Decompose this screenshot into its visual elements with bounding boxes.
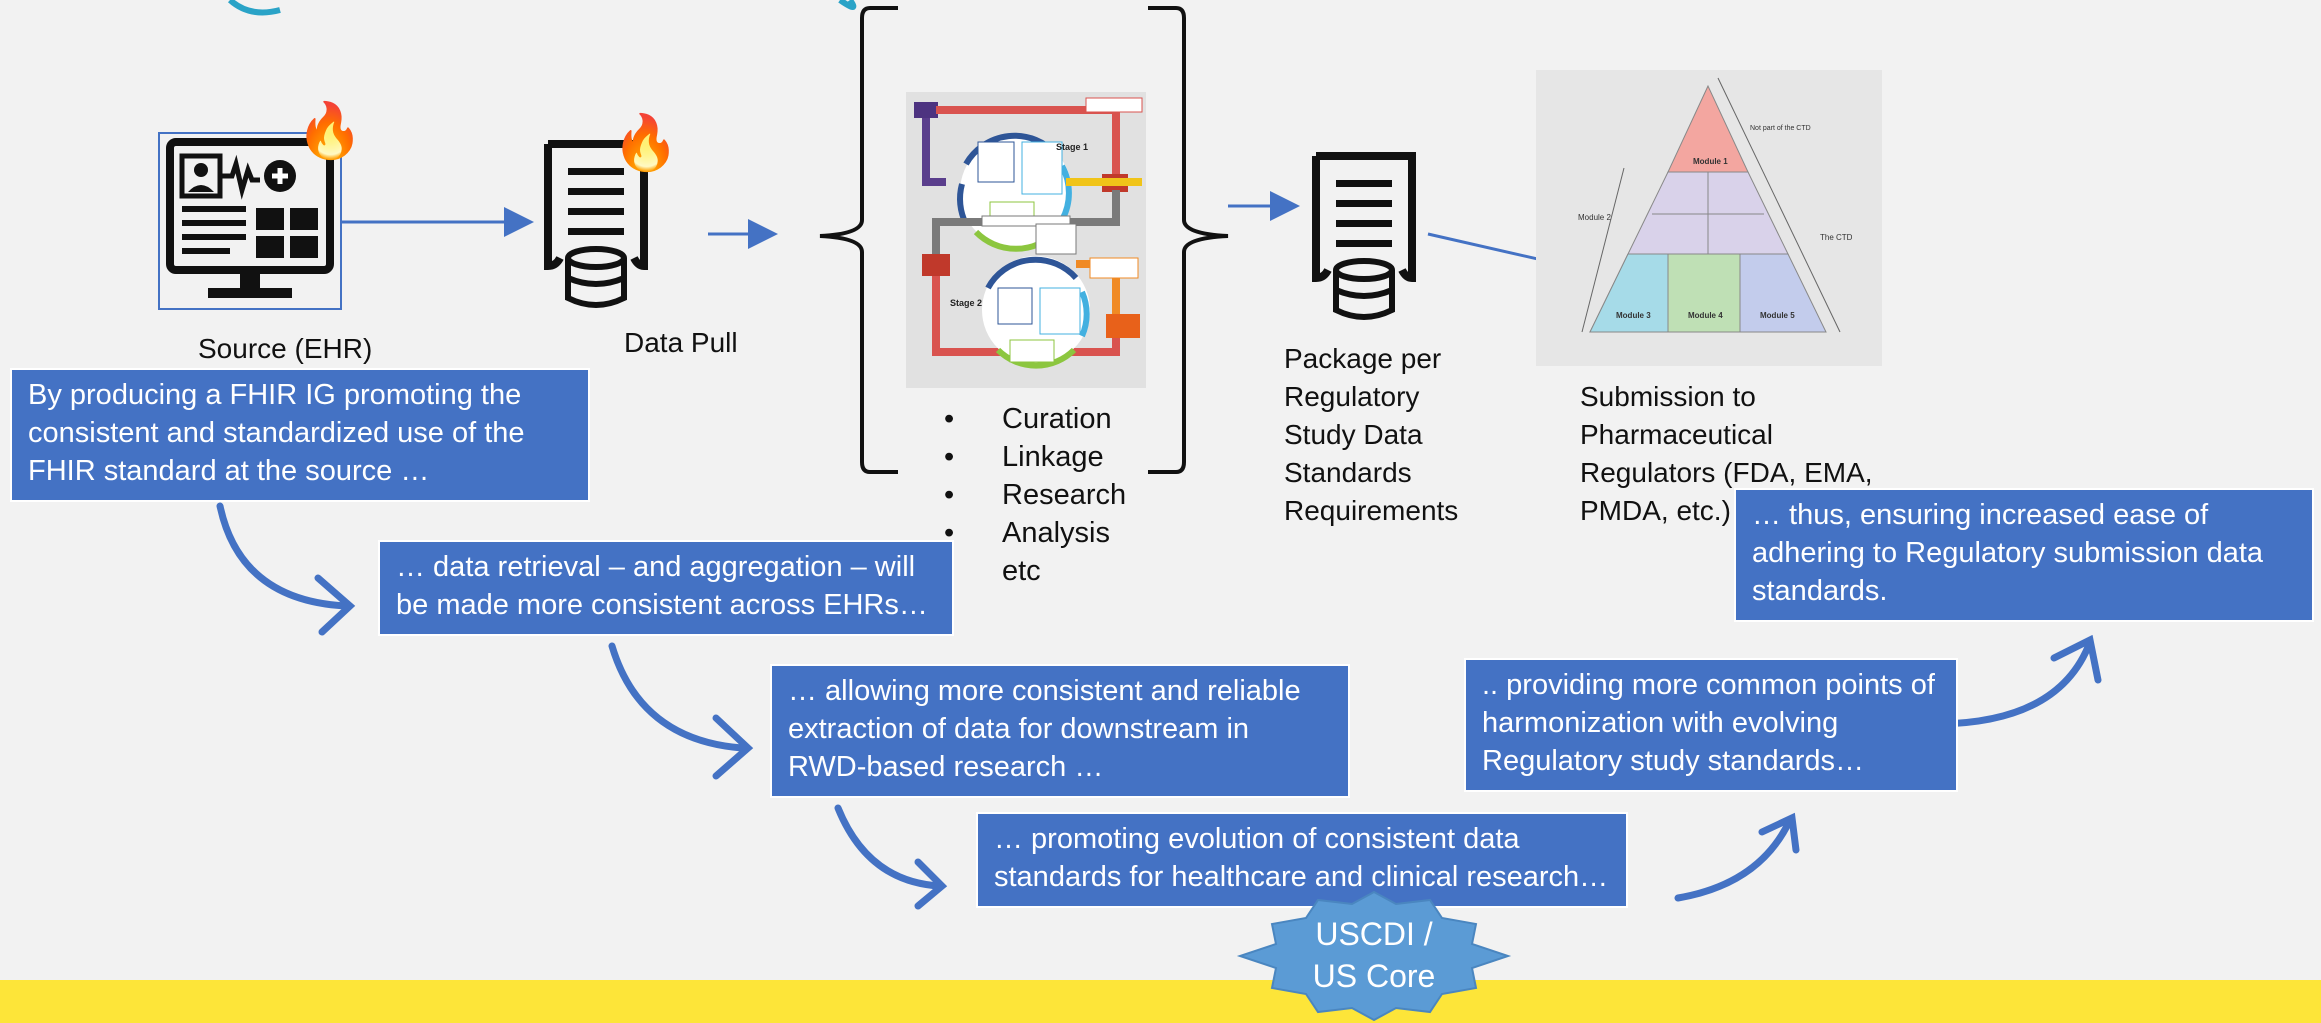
submission-label-line: Regulators (FDA, EMA,: [1580, 457, 1873, 488]
left-brace: [819, 6, 898, 474]
package-label-line: Regulatory: [1284, 381, 1420, 412]
submission-label-line: Pharmaceutical: [1580, 419, 1773, 450]
package-label-line: Standards: [1284, 457, 1412, 488]
uscdi-badge-line1: USCDI /: [1315, 916, 1433, 952]
source-ehr-icon: [158, 132, 342, 310]
ctd-module3-label: Module 3: [1616, 311, 1651, 320]
package-database-icon: [1306, 148, 1422, 324]
curve-arrow-5: [1936, 638, 2094, 728]
curve-arrow-5-head: [2050, 634, 2102, 684]
submission-label-line: PMDA, etc.): [1580, 495, 1731, 526]
ctd-not-part-label: Not part of the CTD: [1750, 125, 1811, 132]
curve-arrow-2: [608, 642, 746, 752]
step-box-5: .. providing more common points of harmo…: [1464, 658, 1958, 792]
fhir-flame-icon: 🔥: [612, 113, 680, 173]
process-bullet-item: Analysis: [944, 514, 1126, 552]
process-bullet-item: Linkage: [944, 438, 1126, 476]
step-box-6: … thus, ensuring increased ease of adher…: [1734, 488, 2314, 622]
package-label-line: Package per: [1284, 343, 1442, 374]
submission-label: Submission to Pharmaceutical Regulators …: [1580, 378, 1873, 530]
process-bullet-item: Research: [944, 476, 1126, 514]
process-bullet-item: etc: [944, 552, 1126, 590]
curve-arrow-1: [216, 502, 349, 610]
data-pull-label: Data Pull: [624, 327, 738, 358]
package-label-line: Requirements: [1284, 495, 1459, 526]
source-ehr-label: Source (EHR): [198, 333, 373, 364]
curve-arrow-1-head: [314, 574, 356, 636]
step-box-2: … data retrieval – and aggregation – wil…: [378, 540, 954, 636]
step-box-4: … promoting evolution of consistent data…: [976, 812, 1628, 908]
curve-arrow-4-head: [1758, 812, 1800, 854]
step-box-1: By producing a FHIR IG promoting the con…: [10, 368, 590, 502]
cycle-stage1-label: Stage 1: [1056, 142, 1088, 152]
package-label-line: Study Data: [1284, 419, 1423, 450]
ctd-module4-label: Module 4: [1688, 311, 1723, 320]
cycle-stage2-label: Stage 2: [950, 298, 982, 308]
submission-label-line: Submission to: [1580, 381, 1756, 412]
curve-arrow-3-head: [914, 858, 948, 910]
right-brace: [1148, 6, 1229, 474]
title-fragment: [227, 0, 857, 16]
curve-arrow-2-head: [712, 714, 754, 780]
package-label: Package per Regulatory Study Data Standa…: [1284, 340, 1458, 530]
ctd-module1-label: Module 1: [1693, 157, 1728, 166]
ctd-the-ctd-label: The CTD: [1820, 233, 1853, 242]
ctd-module5-label: Module 5: [1760, 311, 1795, 320]
data-pull-database-icon: [538, 136, 654, 312]
step-box-3: … allowing more consistent and reliable …: [770, 664, 1350, 798]
ctd-pyramid-diagram: Module 1 Module 2 Module 3 Module 4 Modu…: [1536, 70, 1882, 366]
process-bullet-item: Curation: [944, 400, 1126, 438]
curve-arrow-3: [834, 804, 944, 890]
footer-bar: [0, 980, 2321, 1023]
uscdi-badge-line2: US Core: [1312, 958, 1436, 994]
process-bullet-list: Curation Linkage Research Analysis etc: [944, 400, 1126, 590]
fhir-flame-icon: 🔥: [296, 101, 364, 161]
research-cycle-diagram: Stage 1 Stage 2: [906, 92, 1146, 388]
curve-arrow-4: [1674, 816, 1794, 902]
uscdi-badge: USCDI / US Core: [1236, 890, 1512, 1022]
ctd-module2-label: Module 2: [1578, 213, 1611, 222]
